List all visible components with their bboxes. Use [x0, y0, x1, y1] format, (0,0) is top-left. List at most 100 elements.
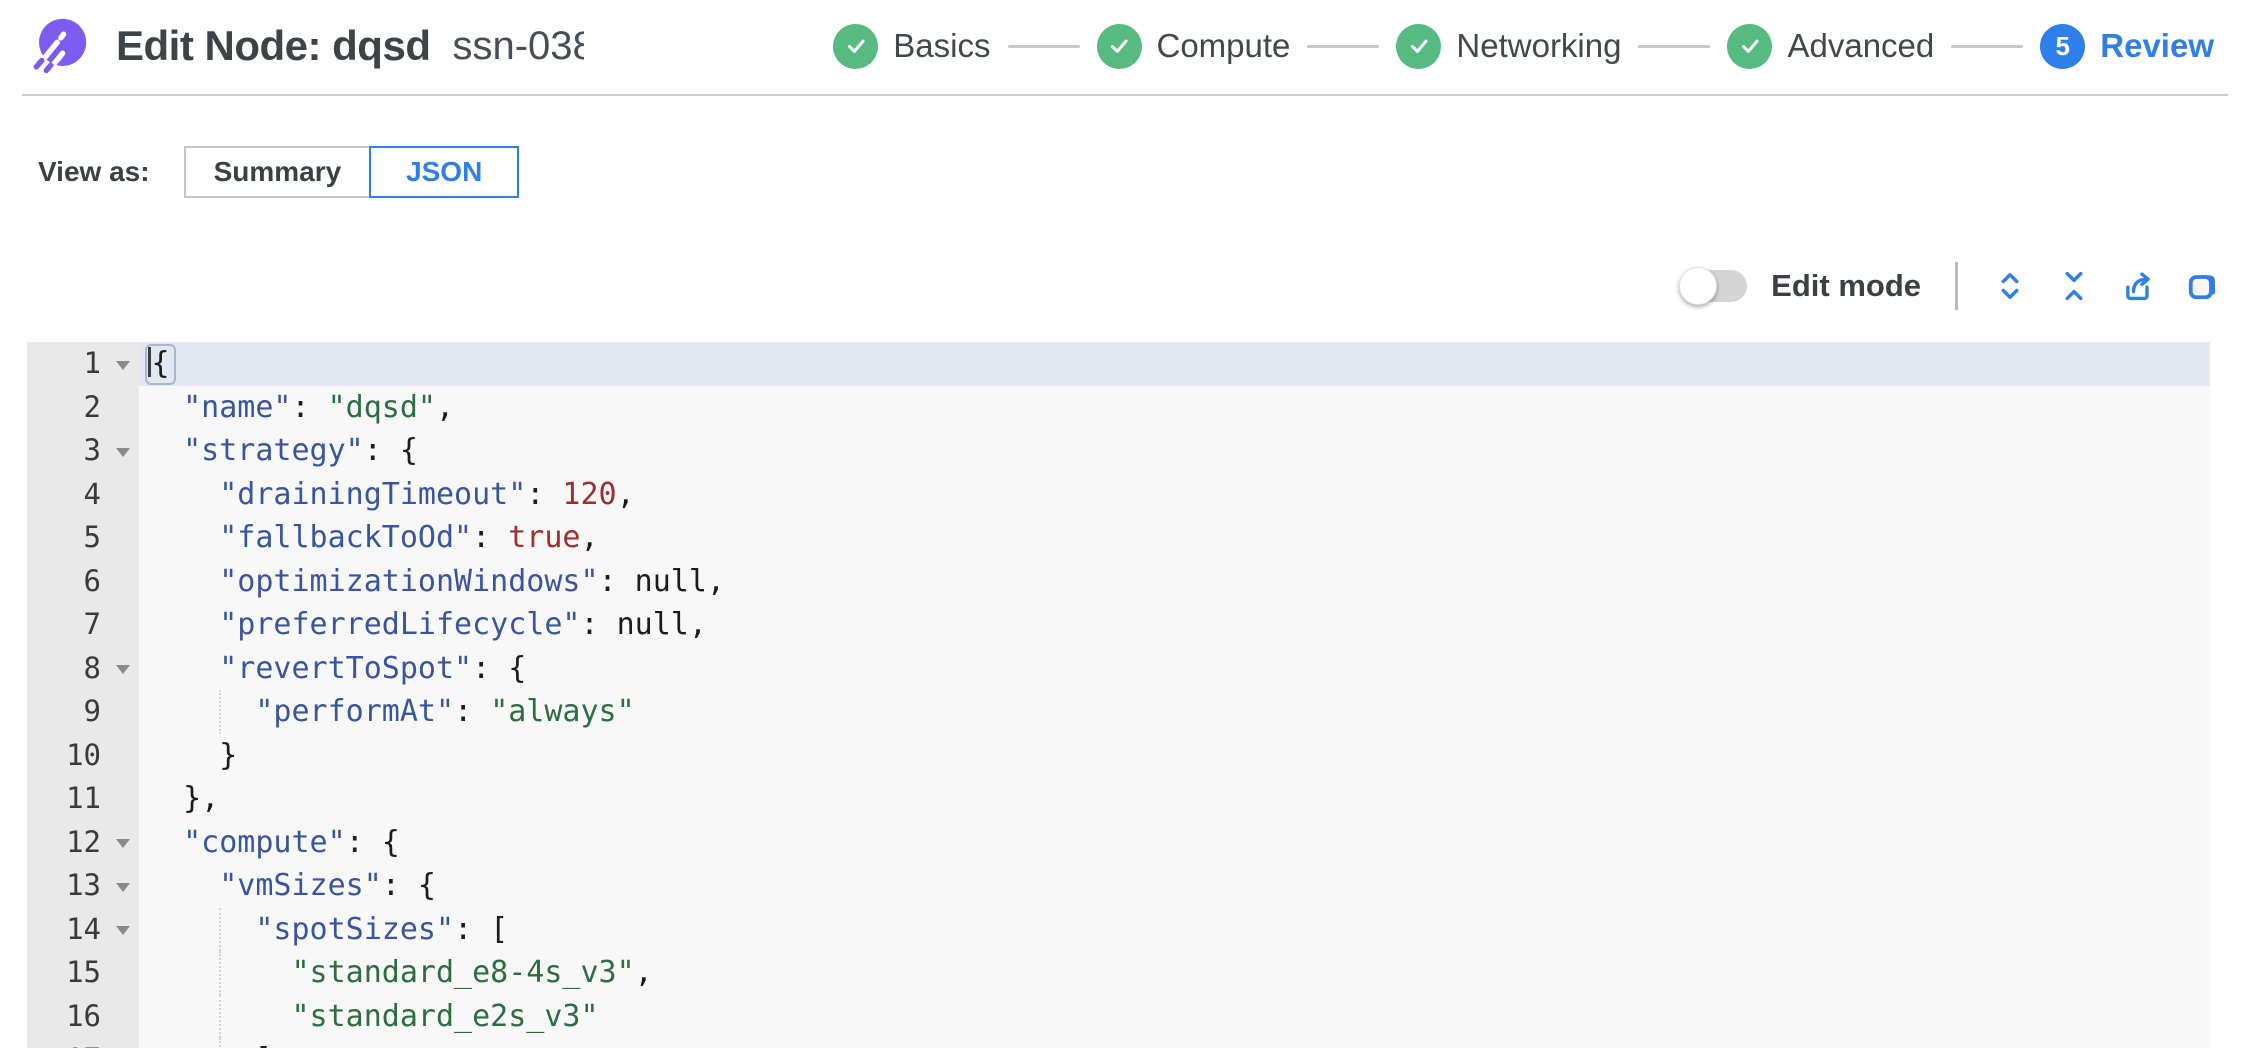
code-line: 16 "standard_e2s_v3" — [27, 994, 2210, 1038]
gutter-line-number[interactable]: 15 — [27, 951, 139, 995]
gutter-line-number[interactable]: 5 — [27, 516, 139, 560]
check-icon — [1396, 23, 1442, 69]
gutter-line-number[interactable]: 17 — [27, 1038, 139, 1048]
fold-arrow-icon[interactable] — [116, 360, 130, 370]
fold-arrow-icon[interactable] — [116, 839, 130, 849]
view-mode-switch: Summary JSON — [183, 146, 520, 198]
code-line: 9 "performAt": "always" — [27, 690, 2210, 734]
view-as-json-button[interactable]: JSON — [369, 146, 520, 198]
view-as-section: View as: Summary JSON — [38, 146, 2250, 198]
gutter-line-number[interactable]: 4 — [27, 472, 139, 516]
code-content[interactable]: "strategy": { — [183, 433, 418, 468]
check-icon — [833, 23, 879, 69]
code-line: 13 "vmSizes": { — [27, 864, 2210, 908]
indent-guide — [219, 907, 222, 951]
wizard-header: Edit Node: dqsd ssn-038 Basics Compute Net… — [22, 0, 2228, 96]
code-line: 5 "fallbackToOd": true, — [27, 516, 2210, 560]
fold-arrow-icon[interactable] — [116, 926, 130, 936]
code-line: 1{ — [27, 342, 2210, 386]
code-content[interactable]: } — [219, 737, 238, 773]
fold-arrow-icon[interactable] — [116, 665, 130, 675]
code-line: 12 "compute": { — [27, 820, 2210, 864]
view-as-label: View as: — [38, 156, 150, 187]
gutter-line-number[interactable]: 14 — [27, 907, 139, 951]
code-line: 3 "strategy": { — [27, 429, 2210, 473]
code-line: 11 }, — [27, 777, 2210, 821]
gutter-line-number[interactable]: 1 — [27, 342, 139, 386]
check-icon — [1096, 23, 1142, 69]
editor-toolbar: Edit mode — [0, 256, 2220, 316]
gutter-line-number[interactable]: 10 — [27, 733, 139, 777]
code-content[interactable]: "spotSizes": [ — [139, 907, 2210, 951]
toggle-knob — [1679, 267, 1718, 305]
step-label: Review — [2100, 27, 2214, 64]
step-label: Networking — [1456, 27, 1622, 64]
code-content[interactable]: ], — [139, 1038, 2210, 1048]
gutter-line-number[interactable]: 7 — [27, 603, 139, 647]
gutter-line-number[interactable]: 12 — [27, 820, 139, 864]
code-content[interactable]: "performAt": "always" — [139, 690, 2210, 734]
code-content[interactable]: "optimizationWindows": null, — [219, 563, 725, 599]
edit-mode-toggle[interactable] — [1679, 267, 1748, 305]
code-content[interactable]: "name": "dqsd", — [183, 389, 455, 425]
edit-mode-label: Edit mode — [1771, 268, 1921, 303]
code-content[interactable]: "standard_e2s_v3" — [139, 994, 2210, 1038]
step-review[interactable]: 5 Review — [2040, 23, 2214, 69]
code-line: 8 "revertToSpot": { — [27, 646, 2210, 690]
code-line: 10 } — [27, 733, 2210, 777]
indent-guide — [219, 1038, 222, 1048]
spot-logo-icon — [33, 18, 87, 74]
code-content[interactable]: "standard_e8-4s_v3", — [139, 951, 2210, 995]
text-cursor: { — [145, 344, 176, 385]
step-connector — [1951, 44, 2024, 48]
code-line: 15 "standard_e8-4s_v3", — [27, 951, 2210, 995]
step-basics[interactable]: Basics — [833, 23, 991, 69]
code-content[interactable]: { — [139, 342, 2210, 386]
toolbar-divider — [1955, 262, 1958, 310]
step-label: Compute — [1156, 27, 1291, 64]
step-connector — [1007, 44, 1080, 48]
gutter-line-number[interactable]: 13 — [27, 864, 139, 908]
step-advanced[interactable]: Advanced — [1727, 23, 1935, 69]
gutter-line-number[interactable]: 2 — [27, 385, 139, 429]
node-id: ssn-038 — [452, 23, 585, 68]
step-label: Advanced — [1787, 27, 1935, 64]
code-content[interactable]: "drainingTimeout": 120, — [219, 476, 635, 512]
code-content[interactable]: "vmSizes": { — [219, 868, 436, 903]
code-line: 4 "drainingTimeout": 120, — [27, 472, 2210, 516]
code-content[interactable]: "compute": { — [183, 824, 400, 860]
code-line: 6 "optimizationWindows": null, — [27, 559, 2210, 603]
code-content[interactable]: "fallbackToOd": true, — [219, 520, 599, 555]
step-label: Basics — [893, 27, 991, 64]
collapse-all-icon[interactable] — [2056, 268, 2092, 304]
fold-arrow-icon[interactable] — [116, 447, 130, 457]
gutter-line-number[interactable]: 3 — [27, 429, 139, 473]
gutter-line-number[interactable]: 9 — [27, 690, 139, 734]
code-line: 14 "spotSizes": [ — [27, 907, 2210, 951]
code-content[interactable]: }, — [183, 781, 220, 816]
step-number: 5 — [2040, 23, 2086, 69]
step-connector — [1638, 44, 1711, 48]
code-line: 7 "preferredLifecycle": null, — [27, 603, 2210, 647]
step-networking[interactable]: Networking — [1396, 23, 1622, 69]
gutter-line-number[interactable]: 11 — [27, 777, 139, 821]
gutter-line-number[interactable]: 6 — [27, 559, 139, 603]
code-content[interactable]: "revertToSpot": { — [219, 650, 527, 686]
code-editor[interactable]: 1{2 "name": "dqsd",3 "strategy": {4 "dra… — [27, 342, 2210, 1048]
check-icon — [1727, 23, 1773, 69]
code-line: 17 ], — [27, 1038, 2210, 1048]
copy-icon[interactable] — [2184, 268, 2220, 304]
code-line: 2 "name": "dqsd", — [27, 385, 2210, 429]
expand-all-icon[interactable] — [1992, 268, 2028, 304]
step-compute[interactable]: Compute — [1096, 23, 1291, 69]
view-as-summary-button[interactable]: Summary — [183, 146, 372, 198]
gutter-line-number[interactable]: 16 — [27, 994, 139, 1038]
stepper: Basics Compute Networking Advanced 5 Review — [833, 23, 2214, 69]
export-icon[interactable] — [2120, 268, 2156, 304]
page-title: Edit Node: dqsd — [116, 22, 431, 69]
indent-guide — [219, 994, 222, 1038]
fold-arrow-icon[interactable] — [116, 882, 130, 892]
gutter-line-number[interactable]: 8 — [27, 646, 139, 690]
code-content[interactable]: "preferredLifecycle": null, — [219, 607, 707, 642]
indent-guide — [219, 690, 222, 734]
